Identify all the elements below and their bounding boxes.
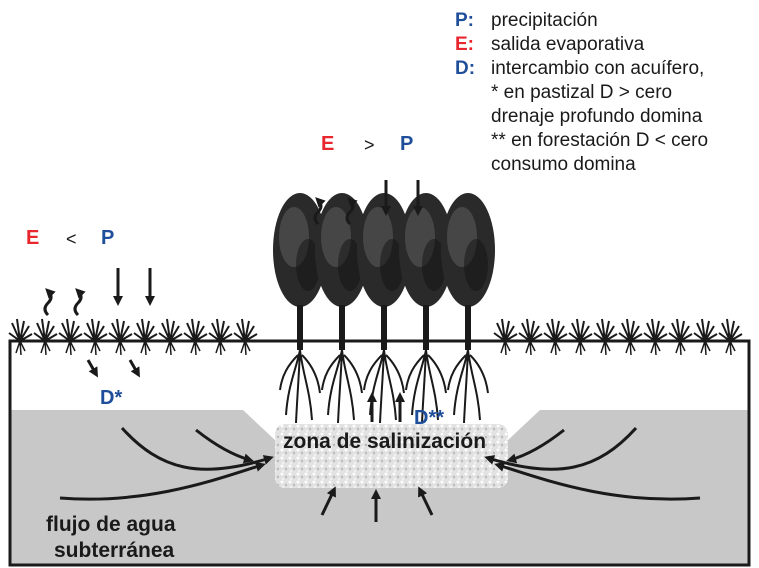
salinization-zone (275, 424, 508, 488)
soil-profile-outline (8, 339, 751, 567)
legend-d-line-4: ** en forestación D < cero (491, 130, 709, 151)
legend-d-line-3: drenaje profundo domina (491, 106, 703, 127)
grass-p-label: P (101, 227, 115, 249)
evaporation-arrows-forest (313, 197, 358, 226)
legend-d-line-2: * en pastizal D > cero (491, 82, 673, 103)
legend-key-p: P: (455, 10, 474, 31)
forest-e-label: E (321, 133, 335, 155)
grass-right (493, 318, 743, 356)
evaporation-arrows-grass (43, 288, 86, 317)
d-forest-label: D** (414, 407, 445, 429)
tree-plantation (272, 192, 496, 424)
d-grass-label: D* (100, 387, 123, 409)
groundwater-flow-arrows (59, 426, 701, 522)
grass-operator: < (66, 229, 77, 249)
grass-e-label: E (26, 227, 40, 249)
legend-row-e: E: salida evaporativa (455, 33, 708, 57)
groundwater-label-line2: subterránea (54, 539, 175, 562)
salinization-zone-label: zona de salinización (283, 430, 487, 453)
legend-text-d: intercambio con acuífero, (491, 58, 705, 79)
forest-p-label: P (400, 133, 414, 155)
uptake-arrows-forest (367, 392, 405, 422)
legend-key-e: E: (455, 34, 474, 55)
precipitation-arrows-forest (381, 180, 423, 216)
legend-row-d: D: intercambio con acuífero, (455, 57, 708, 81)
legend-row-p: P: precipitación (455, 9, 708, 33)
forest-operator: > (364, 135, 375, 155)
legend-text-p: precipitación (491, 10, 598, 31)
grass-left (8, 318, 258, 356)
legend: P: precipitación E: salida evaporativa D: i… (455, 9, 708, 177)
groundwater-label-line1: flujo de agua (46, 513, 176, 536)
legend-d-line-5: consumo domina (491, 154, 636, 175)
legend-key-d: D: (455, 58, 476, 79)
drainage-arrows-grass (86, 359, 140, 378)
legend-text-e: salida evaporativa (491, 34, 645, 55)
precipitation-arrows-grass (113, 268, 155, 306)
